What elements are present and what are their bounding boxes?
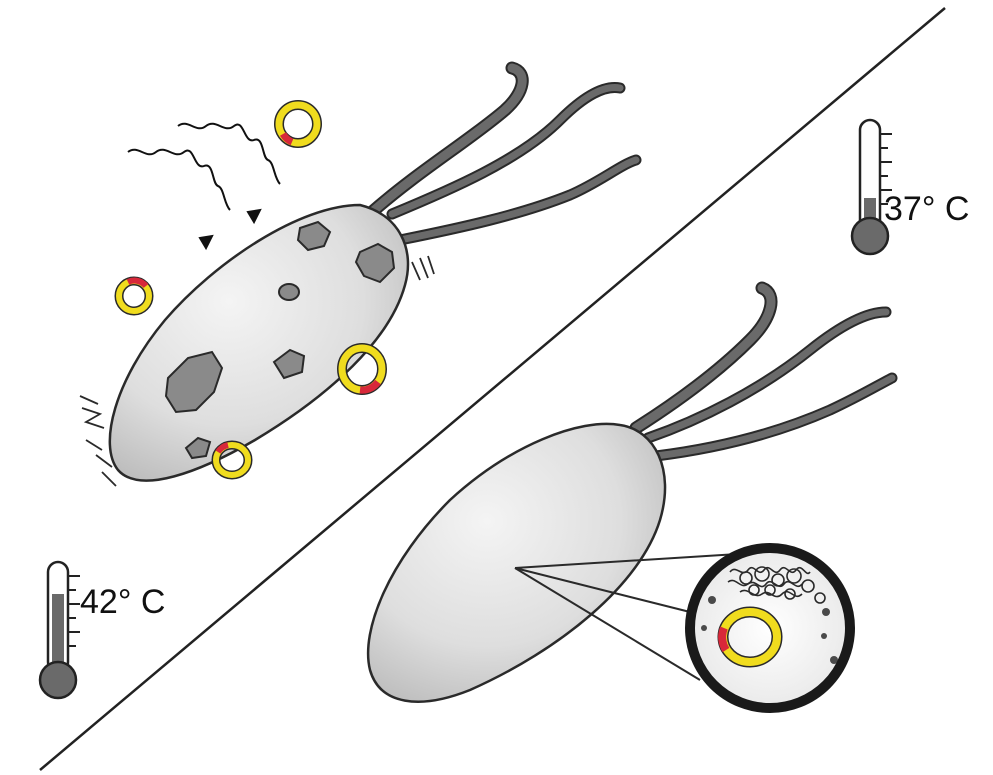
wavy-arrow-icon bbox=[128, 124, 280, 248]
flagella-healthy bbox=[636, 288, 892, 456]
plasmid-ring-icon bbox=[279, 105, 317, 143]
plasmid-escaping bbox=[216, 445, 248, 475]
flagella-stressed bbox=[372, 68, 636, 240]
temperature-label-normal: 37° C bbox=[884, 190, 969, 229]
stressed-cell-body bbox=[110, 205, 408, 481]
temperature-label-high: 42° C bbox=[80, 583, 165, 622]
healthy-cell-body bbox=[368, 424, 665, 702]
stressed-bacterium bbox=[80, 68, 636, 486]
plasmid-ring-icon bbox=[119, 281, 149, 311]
thermometer-icon bbox=[852, 120, 892, 254]
thermometer-icon bbox=[40, 562, 80, 698]
zoom-circle-icon bbox=[690, 548, 850, 708]
